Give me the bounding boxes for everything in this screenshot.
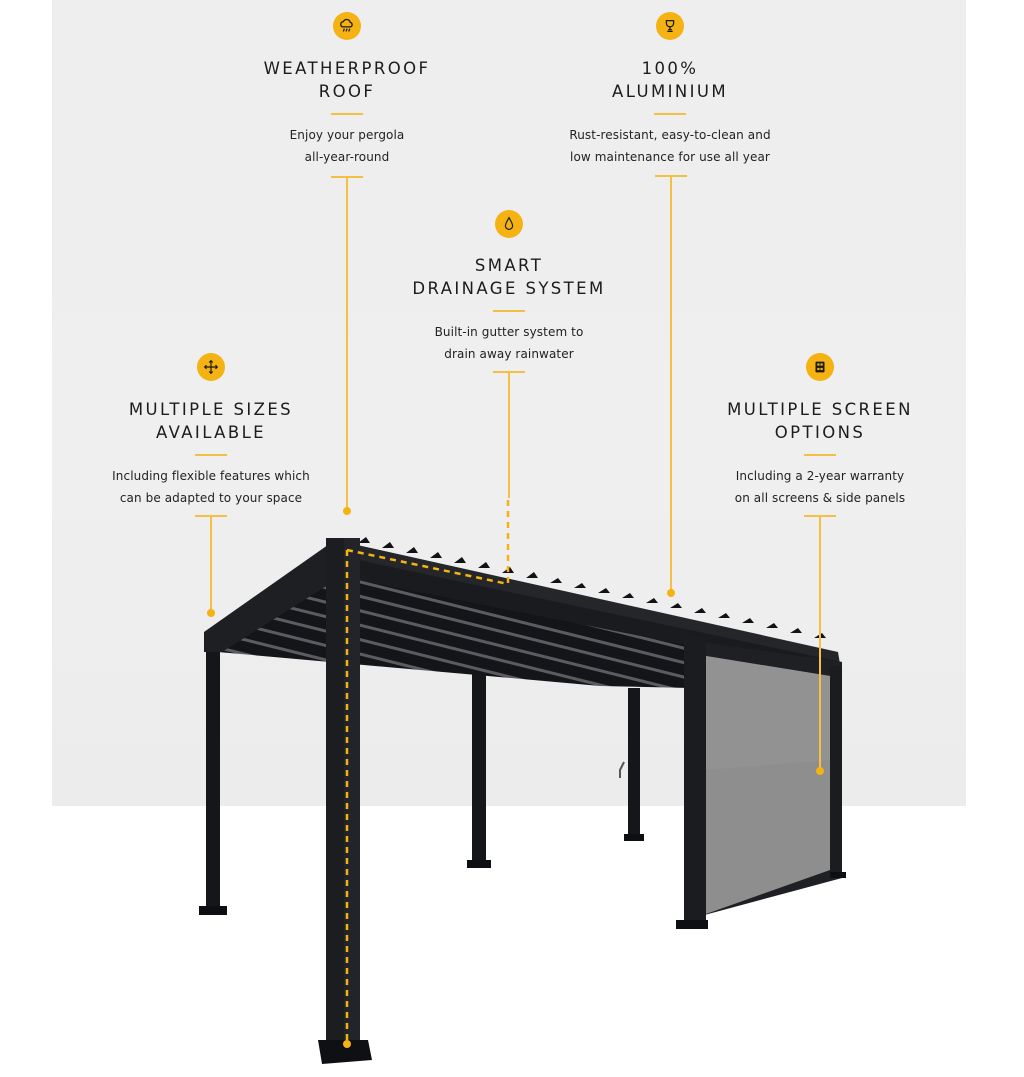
trophy-icon — [656, 12, 684, 40]
feature-smart-drainage: SMART DRAINAGE SYSTEM Built-in gutter sy… — [359, 210, 659, 365]
screen-panels-icon — [806, 353, 834, 381]
feature-title: MULTIPLE SIZES AVAILABLE — [128, 400, 294, 442]
feature-title: SMART DRAINAGE SYSTEM — [412, 256, 606, 298]
feature-description: Built-in gutter system to drain away rai… — [434, 325, 584, 361]
title-underline — [331, 113, 363, 115]
title-underline — [654, 113, 686, 115]
post-middle-back — [467, 670, 491, 868]
side-screen — [686, 640, 842, 920]
feature-title: WEATHERPROOF ROOF — [263, 59, 431, 101]
feature-aluminium: 100% ALUMINIUM Rust-resistant, easy-to-c… — [520, 12, 820, 168]
feature-description: Rust-resistant, easy-to-clean and low ma… — [569, 128, 771, 164]
feature-title: 100% ALUMINIUM — [612, 59, 728, 101]
connectors — [195, 175, 836, 770]
post-rear-right — [619, 688, 644, 841]
feature-description: Enjoy your pergola all-year-round — [289, 128, 405, 164]
feature-title: MULTIPLE SCREEN OPTIONS — [727, 400, 913, 442]
post-front-right — [676, 636, 846, 929]
title-underline — [493, 310, 525, 312]
feature-multiple-screens: MULTIPLE SCREEN OPTIONS Including a 2-ye… — [670, 353, 970, 509]
connector-endpoints — [207, 507, 824, 775]
drainage-path — [345, 500, 510, 1043]
title-underline — [195, 454, 227, 456]
title-underline — [804, 454, 836, 456]
water-drop-icon — [495, 210, 523, 238]
feature-description: Including flexible features which can be… — [112, 469, 310, 505]
expand-arrows-icon — [197, 353, 225, 381]
cloud-rain-icon — [333, 12, 361, 40]
feature-weatherproof-roof: WEATHERPROOF ROOF Enjoy your pergola all… — [197, 12, 497, 168]
feature-multiple-sizes: MULTIPLE SIZES AVAILABLE Including flexi… — [61, 353, 361, 509]
post-back-left — [199, 640, 227, 915]
feature-description: Including a 2-year warranty on all scree… — [734, 469, 906, 505]
